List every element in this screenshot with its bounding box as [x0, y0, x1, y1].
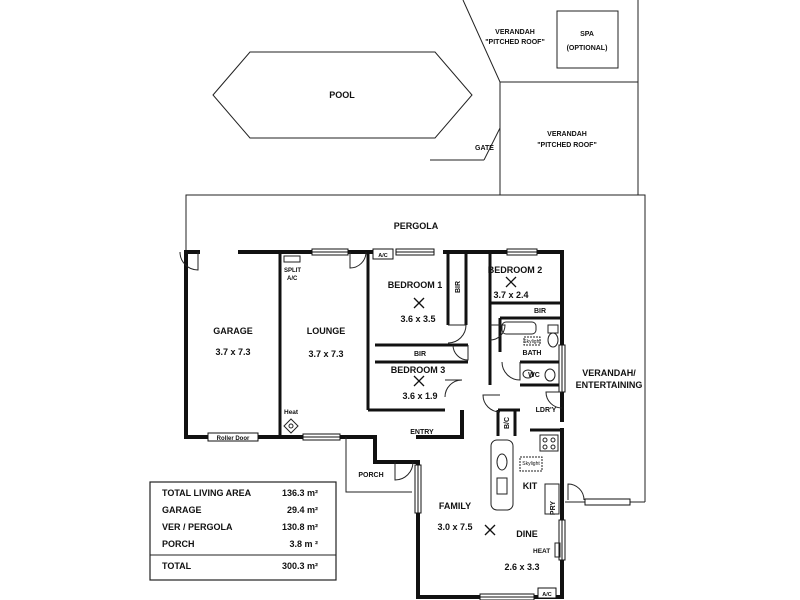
- pool-label: POOL: [329, 90, 355, 100]
- spa-outline: [556, 10, 619, 69]
- bath-skylight-label: Skylight: [523, 339, 541, 345]
- kitchen-skylight-label: Skylight: [522, 461, 540, 467]
- heat-dine-label: HEAT: [533, 548, 550, 555]
- area-total-value: 300.3 m²: [282, 561, 318, 571]
- bath-fixtures: [501, 321, 559, 382]
- bir-bedroom1-label: BIR: [455, 281, 462, 293]
- bir-bedroom2-label: BIR: [534, 308, 546, 315]
- bedroom3-label: BEDROOM 3: [391, 365, 446, 375]
- area-row-label: GARAGE: [162, 505, 202, 515]
- bath-label: BATH: [523, 350, 542, 357]
- bic-label: B/C: [504, 417, 511, 429]
- area-row-label: VER / PERGOLA: [162, 522, 233, 532]
- area-row-label: TOTAL LIVING AREA: [162, 488, 252, 498]
- heater-icon: [283, 418, 299, 434]
- verandah-mid-label: VERANDAH: [547, 131, 587, 138]
- garage-size: 3.7 x 7.3: [215, 347, 250, 357]
- ac-bottom-label: A/C: [542, 592, 552, 598]
- verandah-top-label: VERANDAH: [495, 29, 535, 36]
- bedroom2-size: 3.7 x 2.4: [493, 290, 528, 300]
- pool-outline: [212, 51, 473, 139]
- roller-door: [207, 432, 259, 442]
- pantry-label: PRY: [550, 501, 557, 515]
- area-row-value: 29.4 m²: [287, 505, 318, 515]
- verandah-top-roof-label: "PITCHED ROOF": [485, 39, 545, 46]
- ceiling-fan-icon: [413, 276, 517, 536]
- family-label: FAMILY: [439, 501, 471, 511]
- wc-label: WC: [528, 372, 540, 379]
- area-row-value: 3.8 m ²: [289, 539, 318, 549]
- interior-walls: [278, 252, 562, 437]
- gate-label: GATE: [475, 145, 494, 152]
- windows: [302, 248, 631, 600]
- bedroom2-label: BEDROOM 2: [488, 265, 543, 275]
- kitchen-fixtures: [490, 434, 560, 515]
- spa-label: SPA: [580, 31, 594, 38]
- dine-size: 2.6 x 3.3: [504, 562, 539, 572]
- area-table: TOTAL LIVING AREA 136.3 m² GARAGE 29.4 m…: [149, 481, 337, 581]
- bedroom1-label: BEDROOM 1: [388, 280, 443, 290]
- ac-top-unit: [372, 248, 394, 260]
- pergola-outline: [185, 194, 646, 502]
- porch-label: PORCH: [358, 472, 383, 479]
- ac-bottom-unit: [537, 587, 557, 599]
- verandah-mid-outline: [499, 81, 639, 196]
- family-size: 3.0 x 7.5: [437, 522, 472, 532]
- heater-dot-icon: [288, 423, 294, 429]
- area-total-label: TOTAL: [162, 561, 192, 571]
- garage-label: GARAGE: [213, 326, 253, 336]
- verandah-mid-roof-label: "PITCHED ROOF": [537, 142, 597, 149]
- gate-swing: [483, 127, 501, 161]
- lounge-label: LOUNGE: [307, 326, 346, 336]
- kitchen-label: KIT: [523, 481, 538, 491]
- split-ac-label-1: SPLIT: [284, 268, 301, 274]
- verandah-side-label-2: ENTERTAINING: [576, 380, 643, 390]
- bedroom1-size: 3.6 x 3.5: [400, 314, 435, 324]
- bir-bedroom3-label: BIR: [414, 351, 426, 358]
- doors: [179, 251, 585, 501]
- pergola-label: PERGOLA: [394, 221, 439, 231]
- heater-dine-unit: [554, 542, 561, 558]
- area-row-value: 130.8 m²: [282, 522, 318, 532]
- porch-outline: [345, 437, 412, 493]
- lounge-size: 3.7 x 7.3: [308, 349, 343, 359]
- roller-door-label: Roller Door: [217, 436, 250, 442]
- laundry-label: LDR'Y: [536, 407, 557, 414]
- area-row-value: 136.3 m²: [282, 488, 318, 498]
- entry-label: ENTRY: [410, 429, 434, 436]
- split-ac-unit: [283, 255, 301, 263]
- heat-lounge-label: Heat: [284, 409, 299, 416]
- dine-label: DINE: [516, 529, 538, 539]
- bedroom3-size: 3.6 x 1.9: [402, 391, 437, 401]
- split-ac-label-2: A/C: [287, 276, 298, 282]
- area-row-label: PORCH: [162, 539, 195, 549]
- spa-optional-label: (OPTIONAL): [567, 45, 608, 52]
- ac-top-label: A/C: [378, 253, 388, 259]
- verandah-side-label-1: VERANDAH/: [582, 368, 636, 378]
